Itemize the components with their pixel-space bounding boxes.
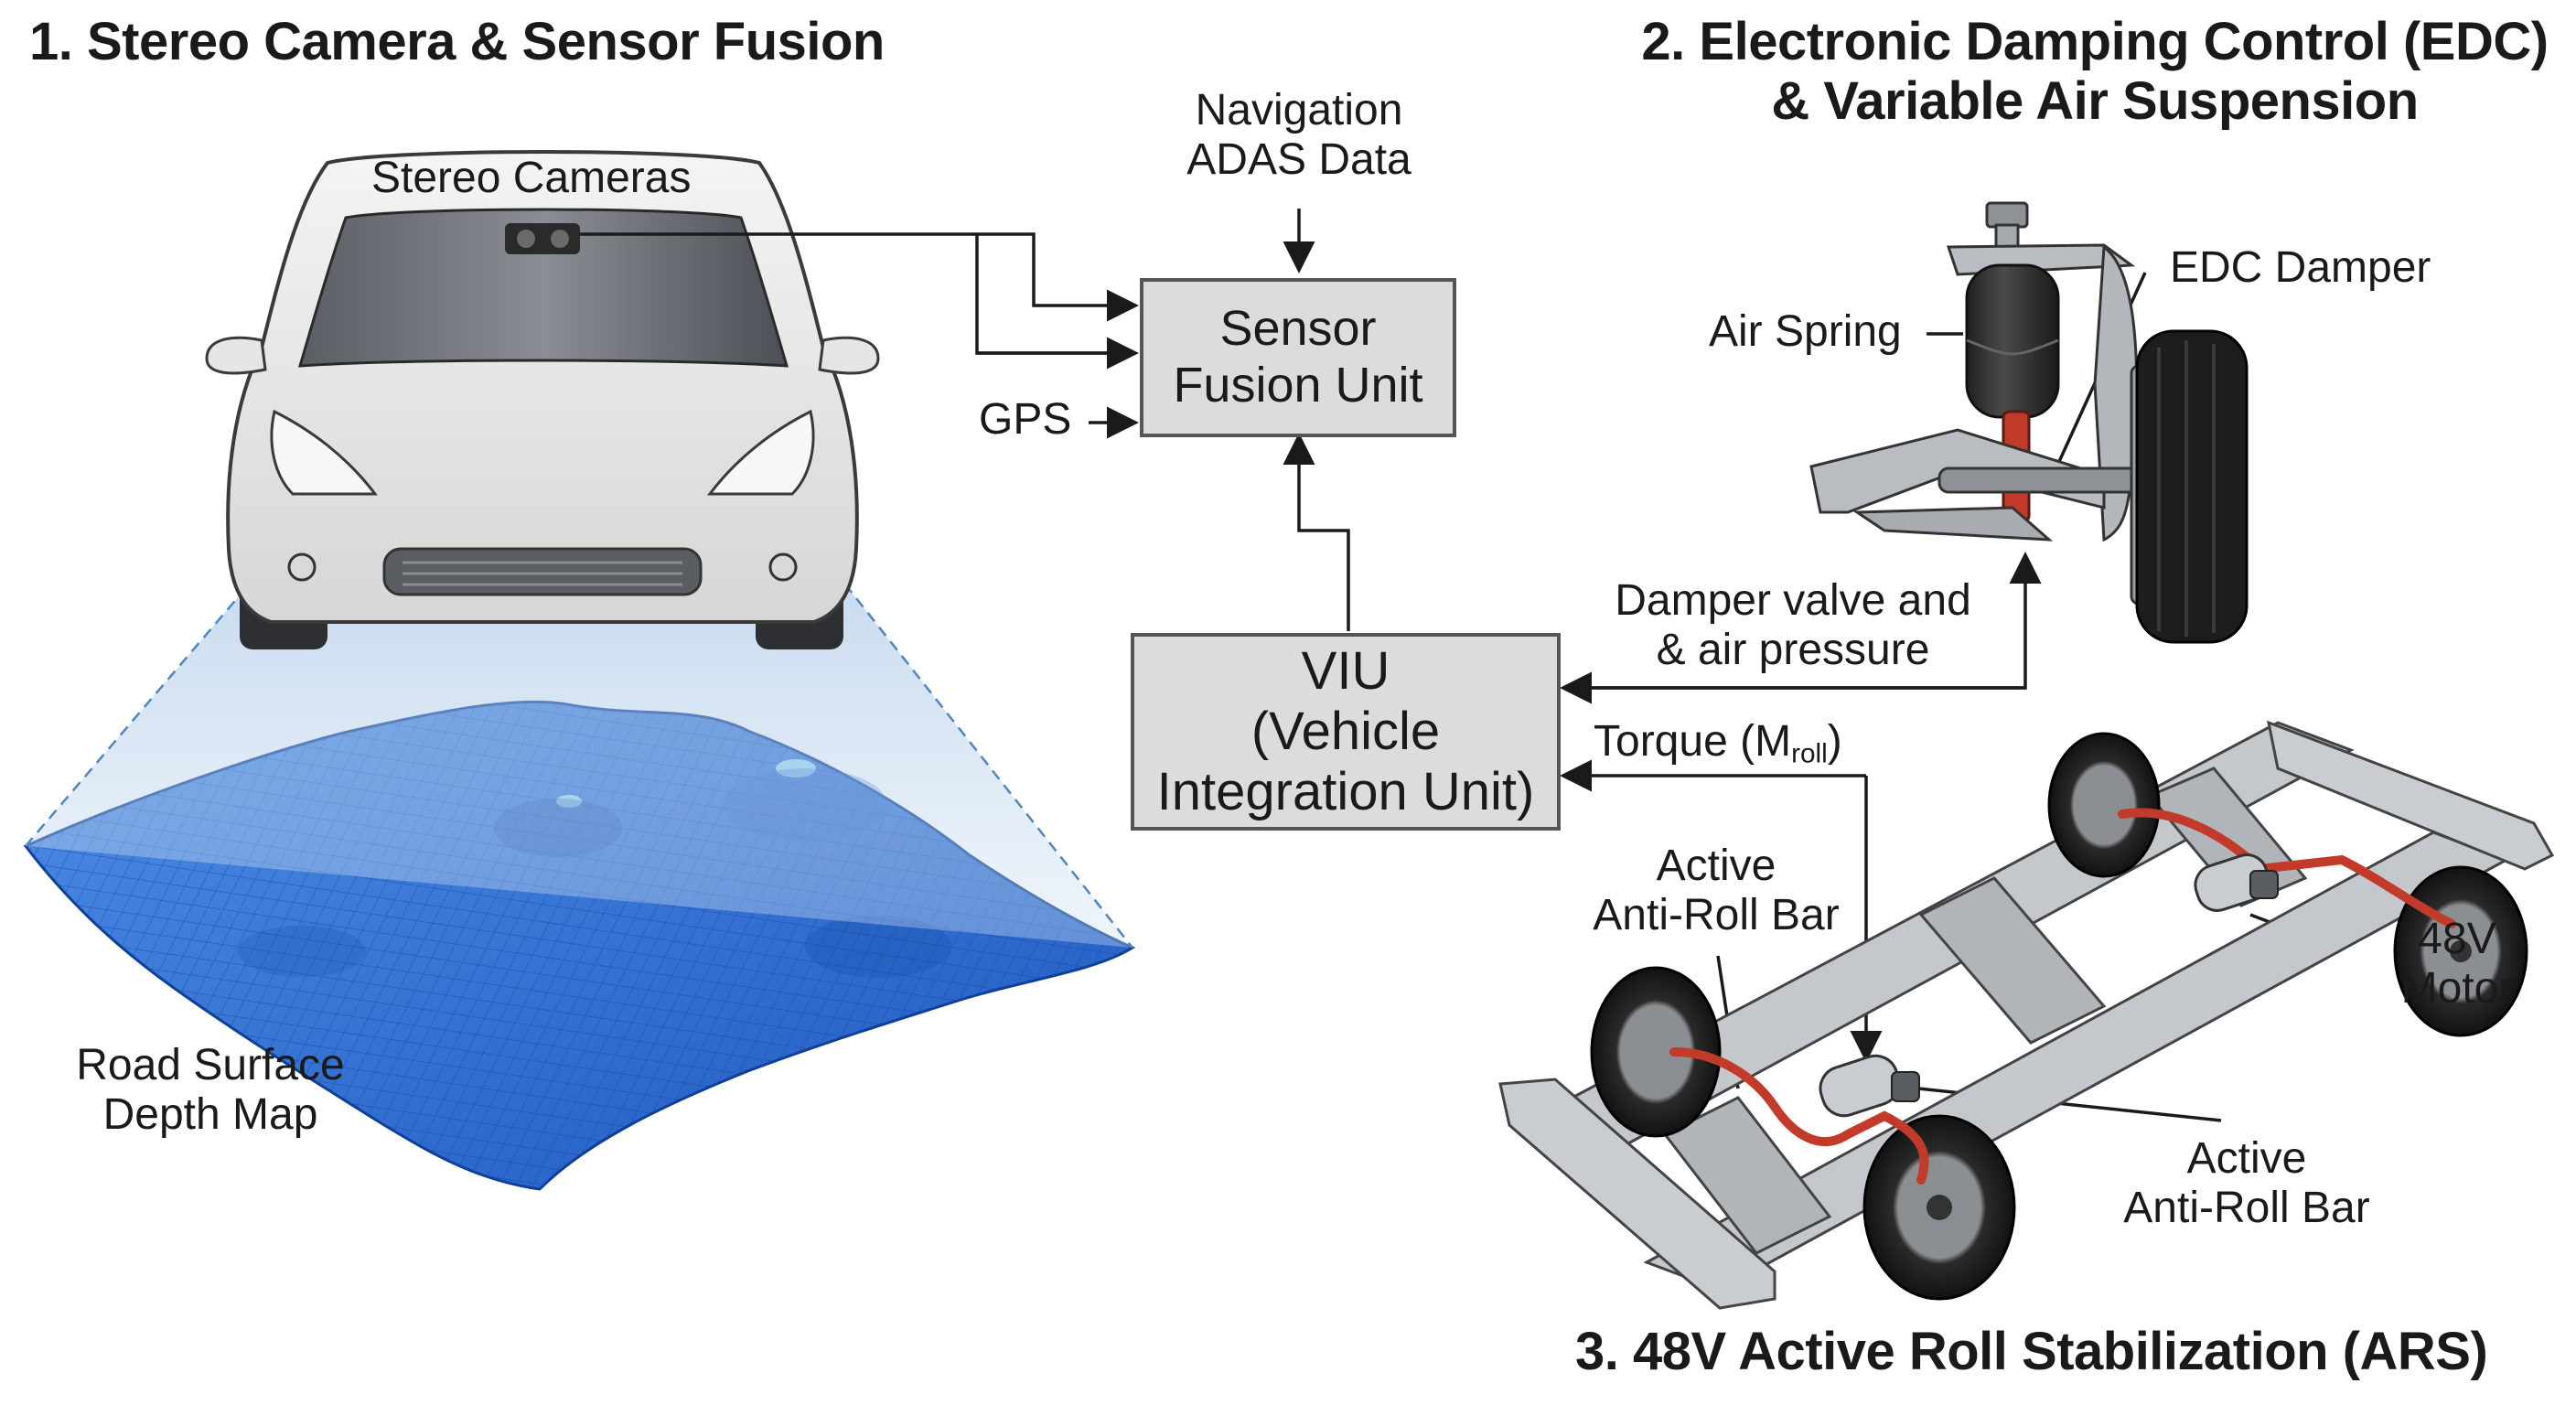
air-spring [1965, 263, 2060, 419]
arb-left-line1: Active [1656, 842, 1776, 890]
road-line2: Depth Map [102, 1089, 318, 1139]
gps-label: GPS [979, 395, 1072, 444]
section-2-title-line1: 2. Electronic Damping Control (EDC) [1641, 12, 2549, 71]
section-2-title: 2. Electronic Damping Control (EDC) & Va… [1628, 12, 2561, 132]
chassis-frame [1498, 720, 2555, 1310]
air-spring-label: Air Spring [1709, 307, 1902, 356]
arb-right-line1: Active [2186, 1134, 2307, 1183]
viu-box: VIU (Vehicle Integration Unit) [1131, 633, 1561, 831]
viu-line3: Integration Unit) [1156, 762, 1535, 822]
navigation-adas-label: Navigation ADAS Data [1134, 86, 1464, 185]
section-3-title: 3. 48V Active Roll Stabilization (ARS) [1575, 1322, 2488, 1381]
viu-line2: (Vehicle [1250, 701, 1441, 761]
edc-damper-label: EDC Damper [2170, 243, 2431, 292]
road-depth-map-label: Road Surface Depth Map [37, 1041, 384, 1140]
section-1-title: 1. Stereo Camera & Sensor Fusion [29, 12, 885, 71]
anti-roll-bar-front [1669, 1047, 1929, 1185]
arb-right-line2: Anti-Roll Bar [2123, 1183, 2370, 1232]
car-front-view [205, 150, 880, 649]
damper-line1: Damper valve and [1615, 576, 1971, 625]
motor-label: 48V Motor [2366, 915, 2549, 1014]
torque-prefix: Torque (M [1594, 717, 1792, 766]
section-2-title-line2: & Variable Air Suspension [1771, 70, 2419, 131]
sensor-fusion-line2: Fusion Unit [1173, 358, 1423, 413]
motor-line1: 48V [2418, 915, 2496, 963]
arb-left-label: Active Anti-Roll Bar [1561, 842, 1872, 940]
arb-right-label: Active Anti-Roll Bar [2091, 1134, 2402, 1233]
torque-label: Torque (Mroll) [1594, 717, 1842, 769]
sensor-fusion-unit: Sensor Fusion Unit [1140, 278, 1456, 437]
wheel-front-left [1590, 966, 1722, 1138]
stereo-cameras-label: Stereo Cameras [371, 154, 692, 202]
arb-left-line2: Anti-Roll Bar [1593, 890, 1840, 939]
motor-rear [2194, 853, 2279, 912]
damper-line2: & air pressure [1656, 625, 1930, 674]
road-line1: Road Surface [76, 1041, 345, 1089]
torque-sub: roll [1791, 738, 1828, 769]
navigation-line1: Navigation [1195, 86, 1403, 134]
damper-valve-label: Damper valve and & air pressure [1592, 576, 1994, 675]
wheel-front-right [1862, 1114, 2016, 1301]
suspension-wheel [2135, 329, 2249, 644]
sensor-fusion-line1: Sensor [1219, 301, 1377, 357]
motor-line2: Motor [2400, 963, 2514, 1013]
air-suspension-assembly [1809, 201, 2249, 644]
motor-front [1819, 1054, 1920, 1118]
viu-line1: VIU [1301, 640, 1390, 701]
wheel-rear-left [2047, 732, 2161, 878]
navigation-line2: ADAS Data [1186, 134, 1411, 184]
torque-suffix: ) [1827, 717, 1842, 766]
